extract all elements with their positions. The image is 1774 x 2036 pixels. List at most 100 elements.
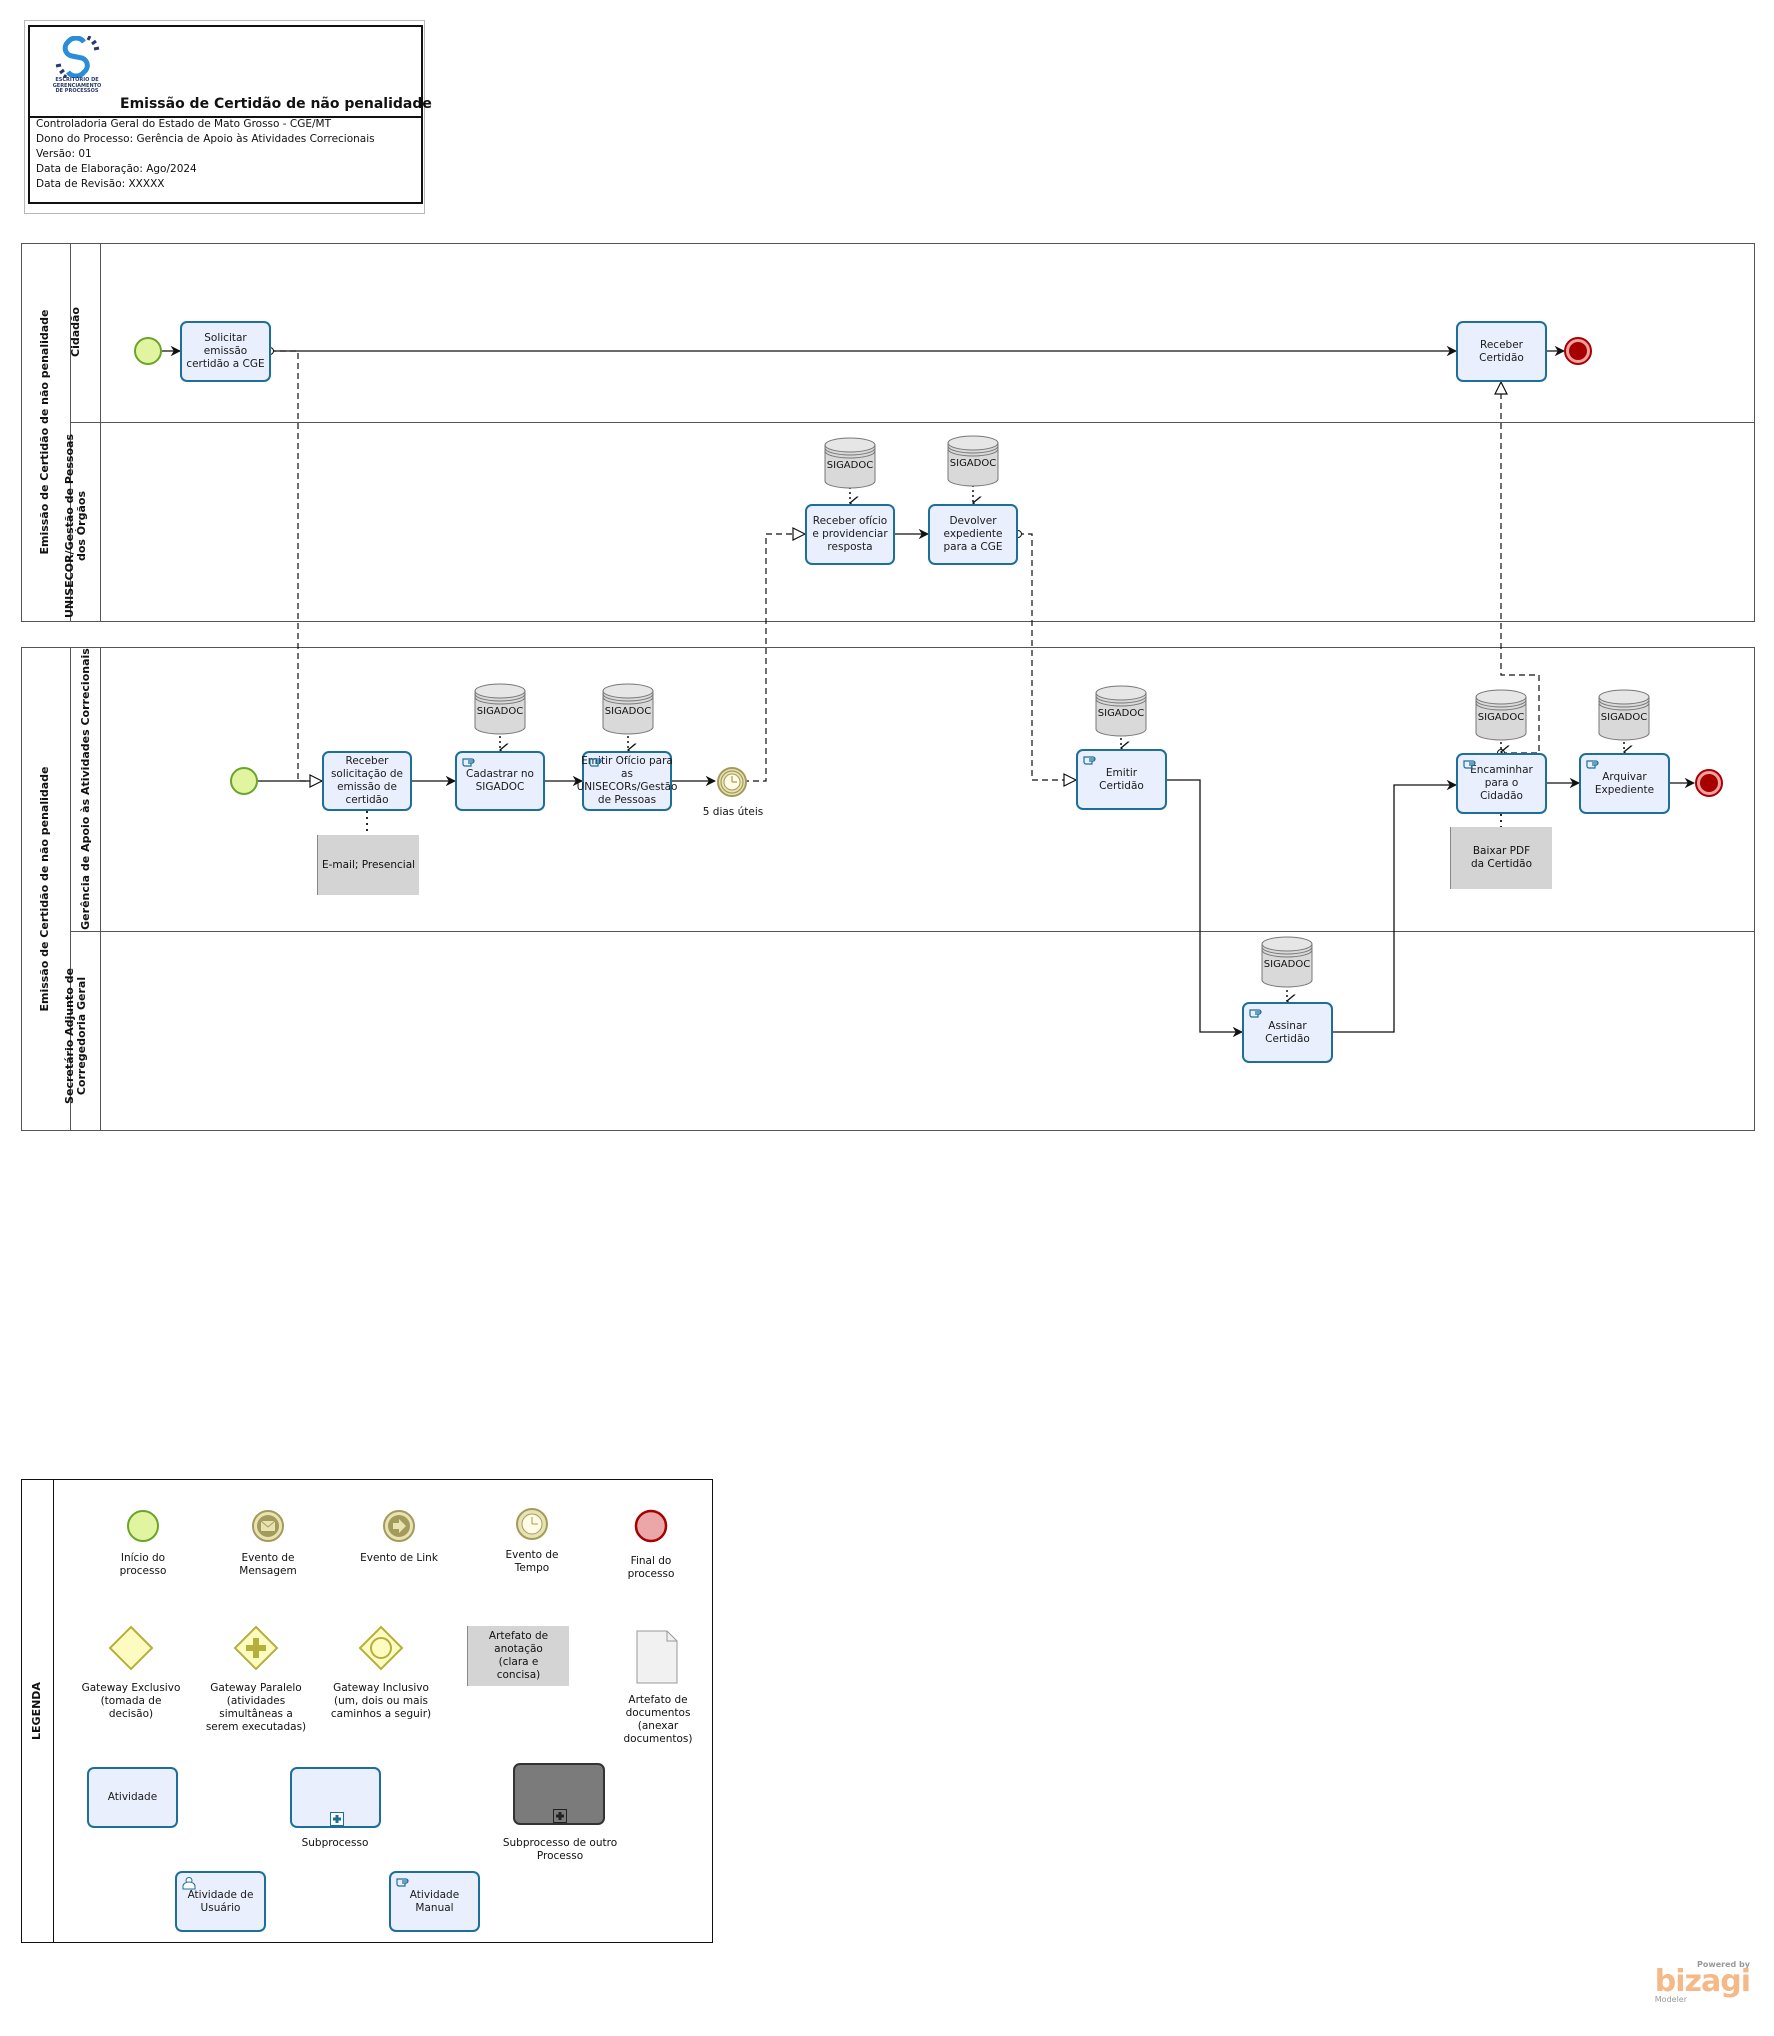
task-label: Cadastrar no SIGADOC (466, 768, 534, 793)
pool-1-lane-divider (71, 422, 1755, 423)
user-task-icon (182, 1877, 196, 1890)
annotation-text: E-mail; Presencial (321, 858, 416, 871)
manual-task-icon (1249, 1009, 1262, 1018)
legend-label-link: Evento de Link (360, 1552, 438, 1564)
diagram-title: Emissão de Certidão de não penalidade (120, 96, 432, 112)
database-icon (1095, 685, 1147, 737)
legend-subprocess-sample (290, 1767, 381, 1828)
datastore-label: SIGADOC (826, 460, 874, 471)
header-owner: Dono do Processo: Gerência de Apoio às A… (36, 133, 375, 145)
datastore-sigadoc: SIGADOC (824, 437, 876, 489)
legend-label-atividade: Atividade (107, 1791, 158, 1803)
end-event-gerencia (1695, 769, 1723, 797)
manual-task-icon (462, 758, 475, 767)
task-encaminhar-cidadao[interactable]: Encaminhar para o Cidadão (1456, 753, 1547, 814)
header-org: Controladoria Geral do Estado de Mato Gr… (36, 118, 332, 130)
legend-label-inicio: Início do processo (119, 1552, 167, 1577)
legend-box (21, 1479, 713, 1943)
annotation-baixar-pdf: Baixar PDF da Certidão (1450, 827, 1552, 889)
legend-label-atividade-manual: Atividade Manual (409, 1888, 460, 1914)
manual-task-icon (1083, 756, 1096, 765)
datastore-sigadoc: SIGADOC (1261, 936, 1313, 988)
legend-label-gw-exclusivo: Gateway Exclusivo (tomada de decisão) (81, 1682, 181, 1720)
legend-label-gw-paralelo: Gateway Paralelo (atividades simultâneas… (205, 1682, 307, 1733)
datastore-sigadoc: SIGADOC (947, 435, 999, 487)
legend-title: LEGENDA (30, 1682, 43, 1740)
datastore-label: SIGADOC (1097, 708, 1145, 719)
legend-label-mensagem: Evento de Mensagem (239, 1552, 297, 1577)
legend-external-subprocess-sample (513, 1763, 605, 1825)
legend-annotation-sample: Artefato de anotação (clara e concisa) (467, 1626, 569, 1686)
task-cadastrar-sigadoc[interactable]: Cadastrar no SIGADOC (455, 751, 545, 811)
pool-1 (21, 243, 1755, 622)
manual-task-icon (1463, 760, 1476, 769)
task-label: Assinar Certidão (1265, 1019, 1310, 1045)
task-arquivar-expediente[interactable]: Arquivar Expediente (1579, 753, 1670, 814)
legend-label-atividade-usuario: Atividade de Usuário (187, 1888, 254, 1914)
legend-link-event-icon (383, 1510, 415, 1542)
legend-label-final: Final do processo (627, 1555, 675, 1580)
legend-parallel-gateway-icon (233, 1625, 279, 1671)
datastore-sigadoc: SIGADOC (1095, 685, 1147, 737)
legend-document-icon (636, 1630, 678, 1684)
start-event-gerencia (230, 767, 258, 795)
task-label: Emitir Ofício para as UNISECORs/Gestão d… (576, 755, 678, 806)
datastore-label: SIGADOC (476, 706, 524, 717)
task-receber-oficio[interactable]: Receber ofício e providenciar resposta (805, 504, 895, 565)
lane-unisecor: UNISECOR/Gestão de Pessoas dos Órgãos (63, 434, 88, 618)
header-frame (24, 20, 425, 214)
database-icon (824, 437, 876, 489)
task-devolver-expediente[interactable]: Devolver expediente para a CGE (928, 504, 1018, 565)
legend-label-tempo: Evento de Tempo (505, 1549, 559, 1574)
legend-label-gw-inclusivo: Gateway Inclusivo (um, dois ou mais cami… (330, 1682, 432, 1720)
datastore-sigadoc: SIGADOC (1475, 689, 1527, 741)
legend-timer-event-icon (516, 1508, 548, 1540)
subprocess-marker-icon (553, 1809, 567, 1823)
task-solicitar-emissao[interactable]: Solicitar emissão certidão a CGE (180, 321, 271, 382)
pool-2-lane-divider (71, 931, 1755, 932)
legend-start-event-icon (127, 1510, 159, 1542)
datastore-label: SIGADOC (949, 458, 997, 469)
task-assinar-certidao[interactable]: Assinar Certidão (1242, 1002, 1333, 1063)
task-label: Solicitar emissão certidão a CGE (186, 332, 265, 370)
lane-gerencia: Gerência de Apoio às Atividades Correcio… (79, 648, 92, 930)
pool-1-lane-headers (71, 243, 101, 622)
process-office-logo-icon (55, 36, 100, 78)
manual-task-icon (396, 1878, 409, 1887)
legend-exclusive-gateway-icon (108, 1625, 154, 1671)
legend-inclusive-gateway-icon (358, 1625, 404, 1671)
pool-1-title: Emissão de Certidão de não penalidade (38, 309, 51, 555)
pool-1-header (21, 243, 71, 622)
manual-task-icon (1586, 760, 1599, 769)
datastore-label: SIGADOC (1600, 712, 1648, 723)
header-revised: Data de Revisão: XXXXX (36, 178, 165, 190)
legend-header (21, 1479, 54, 1943)
legend-label-anotacao: Artefato de anotação (clara e concisa) (488, 1630, 549, 1681)
datastore-sigadoc: SIGADOC (1598, 689, 1650, 741)
branding-logo: bizagi (1654, 1964, 1751, 1999)
branding-product: Modeler (1654, 1995, 1687, 2004)
task-receber-solicitacao[interactable]: Receber solicitação de emissão de certid… (322, 751, 412, 811)
end-event-cidadao (1564, 337, 1592, 365)
lane-secretario: Secretário Adjunto de Corregedoria Geral (63, 968, 88, 1104)
legend-message-event-icon (252, 1510, 284, 1542)
database-icon (947, 435, 999, 487)
task-emitir-certidao[interactable]: Emitir Certidão (1076, 749, 1167, 810)
task-label: Devolver expediente para a CGE (943, 515, 1003, 553)
pool-2-header (21, 647, 71, 1131)
datastore-label: SIGADOC (1477, 712, 1525, 723)
task-receber-certidao[interactable]: Receber Certidão (1456, 321, 1547, 382)
header-created: Data de Elaboração: Ago/2024 (36, 163, 197, 175)
lane-cidadao: Cidadão (69, 307, 82, 357)
datastore-sigadoc: SIGADOC (602, 683, 654, 735)
datastore-label: SIGADOC (604, 706, 652, 717)
task-label: Receber solicitação de emissão de certid… (330, 755, 404, 806)
bizagi-branding: Powered by bizagi Modeler (1654, 1960, 1751, 2004)
task-label: Arquivar Expediente (1594, 770, 1655, 796)
database-icon (1598, 689, 1650, 741)
legend-label-subprocesso: Subprocesso (301, 1837, 369, 1849)
manual-task-icon (589, 758, 602, 767)
pool-2-lane-headers (71, 647, 101, 1131)
task-emitir-oficio[interactable]: Emitir Ofício para as UNISECORs/Gestão d… (577, 751, 677, 811)
header-divider (28, 116, 421, 118)
